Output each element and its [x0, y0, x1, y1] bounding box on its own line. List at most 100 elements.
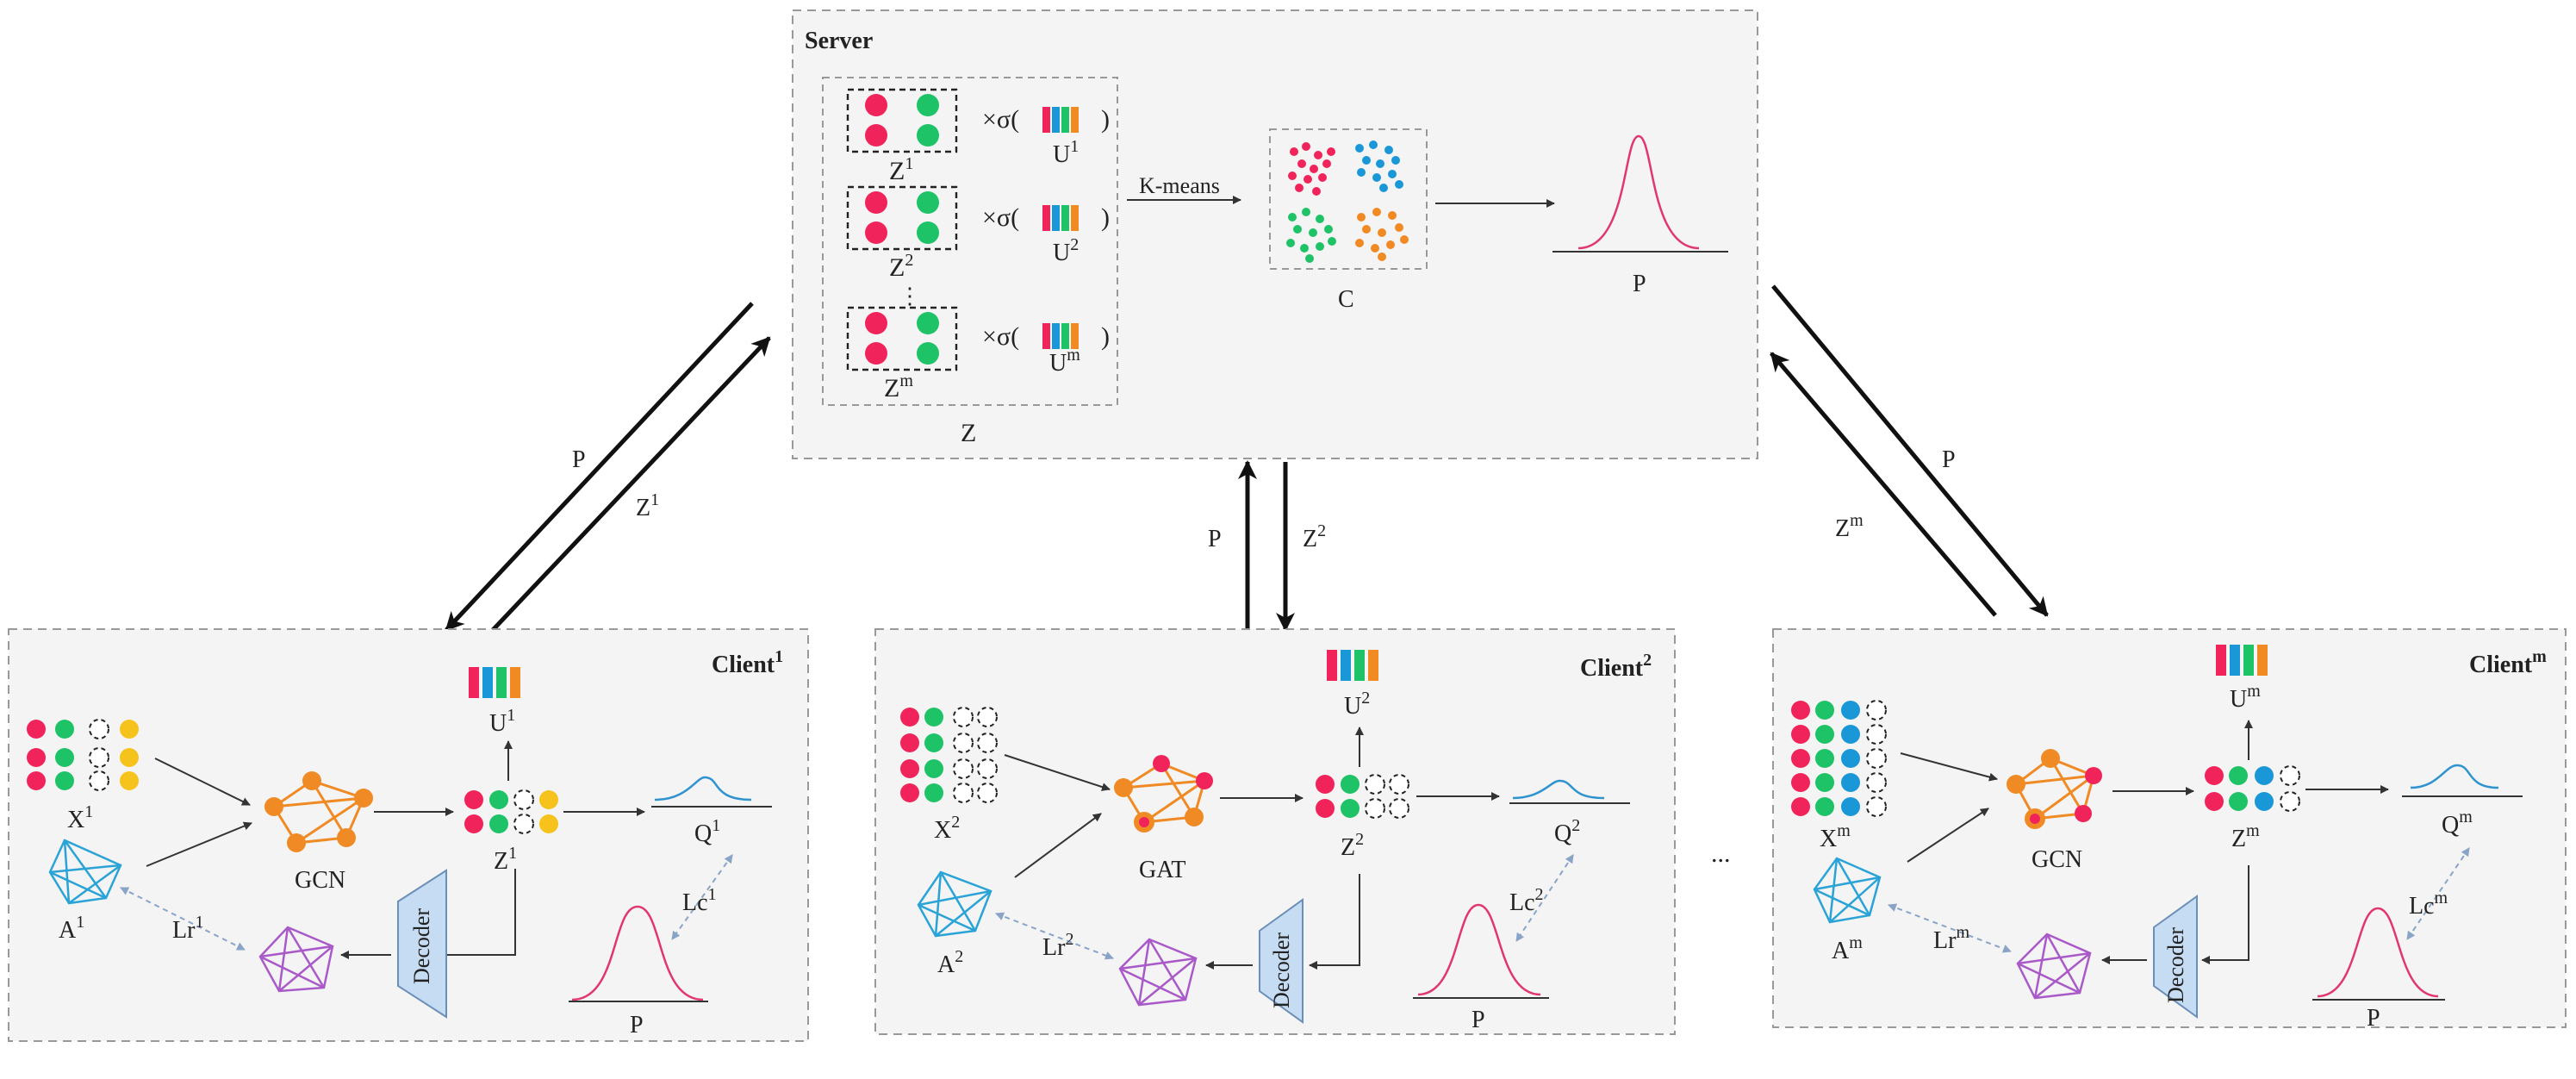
um-weight-bars: [1042, 323, 1079, 349]
client2-p-label: P: [1472, 1007, 1485, 1033]
u2-weight-bars: [1042, 205, 1079, 231]
client-embedding-z1: [846, 88, 958, 153]
embedding-label-zm: Zm: [884, 371, 913, 402]
client-embedding-zm: [846, 306, 958, 371]
clientm-reconstructed-graph: [2016, 932, 2092, 1000]
more-clients-ellipsis: ...: [1711, 839, 1731, 868]
client-panel-m: Clientm Xm Am GCN Zm: [1772, 628, 2567, 1032]
target-distribution-label: P: [1633, 271, 1646, 297]
client2-lr-label: Lr2: [1042, 930, 1073, 961]
client2-q-curve: [1512, 779, 1605, 800]
client2-title: Client2: [1580, 651, 1652, 682]
client1-lr-link: [120, 887, 246, 951]
client1-q-label: Q1: [694, 816, 720, 847]
clusters-box: [1269, 128, 1428, 270]
client1-model-label: GCN: [295, 867, 345, 894]
client1-a-to-model-arrow: [146, 821, 252, 867]
clientm-p-curve: [2317, 907, 2439, 998]
vertical-ellipsis: ⋮: [899, 284, 921, 309]
client1-lc-link: [671, 854, 733, 940]
clientm-title: Clientm: [2469, 647, 2547, 678]
client1-p-label: P: [630, 1012, 644, 1038]
sigma-op-1: ×σ(: [982, 105, 1019, 134]
client2-a-to-model-arrow: [1014, 813, 1102, 878]
client2-q-label: Q2: [1554, 816, 1580, 847]
client1-title: Client1: [712, 647, 783, 678]
clientm-u-bars: [2216, 645, 2268, 676]
client2-lr-link: [995, 912, 1114, 960]
client2-decoder-label: Decoder: [1269, 932, 1294, 1008]
p-label-client2: P: [1208, 526, 1222, 552]
zm-to-server-arrow: [1770, 352, 1997, 617]
embedding-group-box: [822, 77, 1118, 406]
p-label-client1: P: [572, 446, 586, 473]
clientm-lr-label: Lrm: [1933, 923, 1969, 954]
client-panel-2: Client2 X2 A2 GAT Z2: [874, 628, 1676, 1035]
client2-feature-matrix: [900, 707, 998, 803]
client1-q-curve: [654, 776, 752, 801]
client1-u-label: U1: [489, 706, 515, 737]
link-client1: P Z1: [445, 302, 771, 632]
client1-gcn-graph: [264, 771, 373, 852]
client2-x-label: X2: [934, 813, 960, 844]
client1-a-label: A1: [59, 913, 84, 944]
target-distribution-curve: [1577, 134, 1700, 250]
global-embedding-label: Z: [961, 419, 976, 447]
zm-label: Zm: [1835, 511, 1864, 542]
clientm-embedding: [2205, 765, 2300, 812]
client2-lc-link: [1515, 854, 1574, 942]
clientm-lc-label: Lcm: [2409, 889, 2448, 920]
client2-adjacency-graph: [917, 870, 992, 938]
clientm-lr-link: [1888, 903, 2012, 953]
client1-u-bars: [469, 667, 520, 698]
clientm-a-to-model-arrow: [1907, 808, 1989, 863]
client1-feature-matrix: [27, 719, 139, 791]
client2-embedding: [1316, 774, 1409, 819]
clientm-q-curve: [2410, 764, 2499, 789]
link-clientm: P Zm: [1770, 284, 2049, 617]
client-panel-1: Client1 X1 A1 GCN Z1: [8, 628, 809, 1042]
client1-x-to-model-arrow: [154, 758, 251, 806]
client2-z-to-decoder-arrow: [1309, 874, 1360, 970]
kmeans-label: K-means: [1139, 173, 1220, 198]
clientm-z-label: Zm: [2231, 821, 2260, 852]
embedding-label-z2: Z2: [889, 251, 913, 282]
client2-gat-graph: [1114, 755, 1213, 833]
z1-to-server-arrow: [491, 336, 771, 632]
z1-label: Z1: [636, 490, 659, 521]
client2-u-bars: [1327, 650, 1378, 681]
embedding-label-z1: Z1: [889, 154, 913, 185]
clientm-adjacency-graph: [1813, 857, 1882, 924]
client2-lc-label: Lc2: [1509, 885, 1544, 916]
clientm-p-label: P: [2367, 1005, 2380, 1032]
sigma-close-m: ): [1101, 322, 1110, 351]
p-to-clientm-arrow: [1771, 284, 2049, 617]
sigma-close-1: ): [1101, 105, 1110, 134]
client1-reconstructed-graph: [258, 926, 334, 993]
clientm-u-label: Um: [2230, 682, 2261, 713]
client1-z-to-decoder-arrow: [414, 869, 516, 959]
link-client2: P Z2: [1208, 460, 1326, 632]
u-label-2: U2: [1053, 235, 1079, 266]
clientm-z-to-decoder-arrow: [2201, 865, 2249, 964]
client2-p-curve: [1417, 903, 1541, 996]
p-to-client1-arrow: [445, 302, 754, 632]
u-label-m: Um: [1049, 346, 1080, 377]
u-label-1: U1: [1053, 137, 1079, 168]
p-label-clientm: P: [1942, 446, 1956, 473]
server-title: Server: [805, 28, 873, 54]
clientm-x-to-model-arrow: [1900, 752, 1998, 782]
clientm-model-label: GCN: [2032, 846, 2082, 873]
client1-decoder-label: Decoder: [409, 908, 434, 984]
clientm-gcn-graph: [2007, 749, 2102, 829]
sigma-op-2: ×σ(: [982, 203, 1019, 232]
client2-decoder: [1259, 898, 1304, 1024]
u1-weight-bars: [1042, 107, 1079, 133]
client2-u-label: U2: [1344, 689, 1370, 720]
clusters-label: C: [1338, 286, 1354, 313]
client-embedding-z2: [846, 185, 958, 251]
server-panel: Server Z1 ×σ( ) U1 Z2 ×σ(: [792, 9, 1758, 459]
sigma-op-m: ×σ(: [982, 322, 1019, 351]
client1-decoder: [397, 869, 447, 1019]
